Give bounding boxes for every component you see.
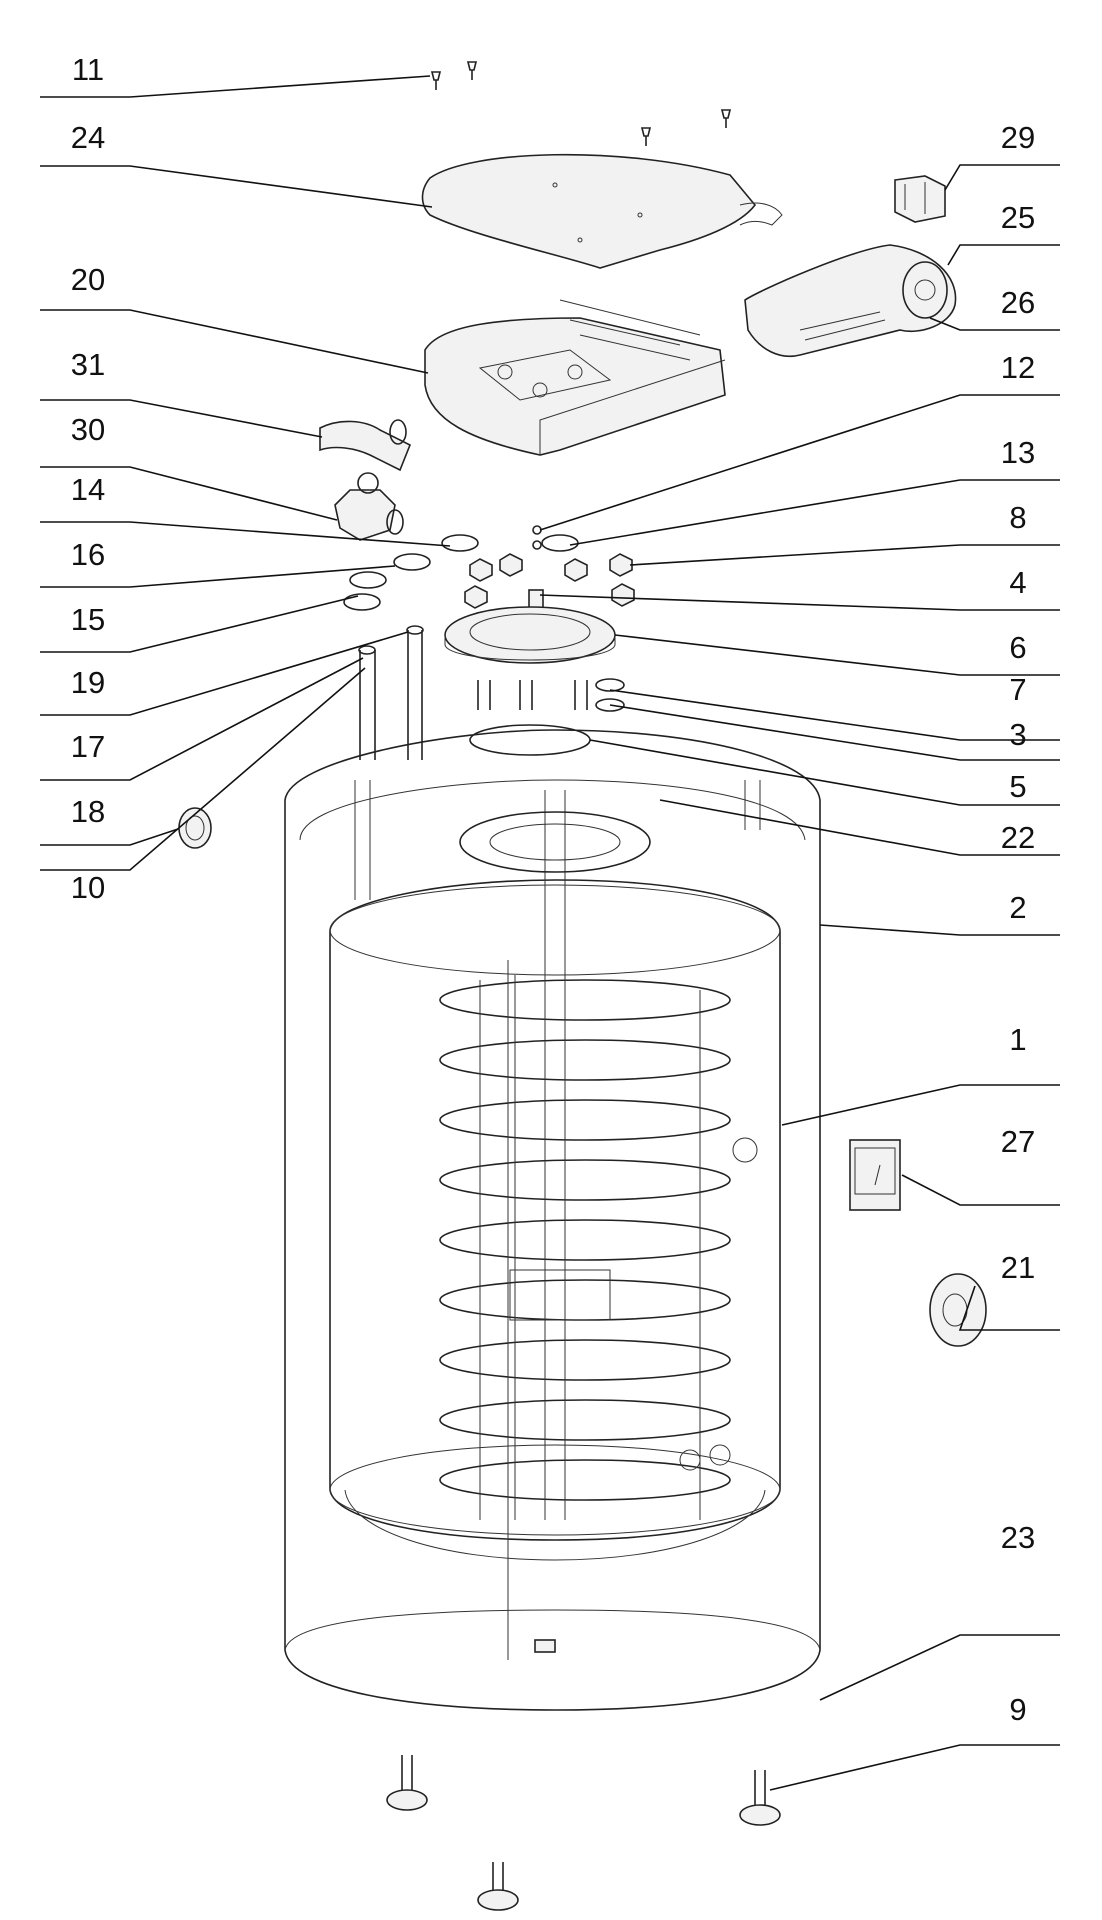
part-31-elbow xyxy=(319,419,412,472)
heat-exchanger-coil xyxy=(439,790,758,1660)
part-12-13-8-fasteners xyxy=(528,525,635,621)
leader-lines xyxy=(40,75,1060,1791)
callout-21: 21 xyxy=(1001,1250,1035,1285)
callout-11: 11 xyxy=(72,52,104,87)
callout-18: 18 xyxy=(71,794,105,829)
part-30-valve xyxy=(334,472,404,541)
callout-6: 6 xyxy=(1009,630,1026,665)
callout-24: 24 xyxy=(71,120,105,155)
callout-25: 25 xyxy=(1001,200,1035,235)
callout-13: 13 xyxy=(1001,435,1035,470)
tank-top-opening xyxy=(354,780,761,900)
callout-15: 15 xyxy=(71,602,105,637)
callout-17: 17 xyxy=(71,729,105,764)
callout-19: 19 xyxy=(71,665,105,700)
callout-26: 26 xyxy=(1001,285,1035,320)
callout-23: 23 xyxy=(1001,1520,1035,1555)
callout-14: 14 xyxy=(71,472,105,507)
callout-22: 22 xyxy=(1001,820,1035,855)
callout-labels: 11 24 20 31 30 14 16 15 19 17 18 10 29 2… xyxy=(71,52,1035,1727)
callout-8: 8 xyxy=(1009,500,1026,535)
callout-16: 16 xyxy=(71,537,105,572)
callout-1: 1 xyxy=(1009,1022,1026,1057)
part-17-18-19-rods xyxy=(358,625,424,760)
callout-20: 20 xyxy=(71,262,105,297)
part-6-7-3-5-studs-gasket xyxy=(469,678,625,756)
part-29-block xyxy=(894,175,946,223)
part-27-display xyxy=(849,1139,901,1211)
part-9-feet xyxy=(386,1755,781,1911)
callout-7: 7 xyxy=(1009,672,1026,707)
callout-30: 30 xyxy=(71,412,105,447)
callout-31: 31 xyxy=(71,347,105,382)
part-11-screws xyxy=(430,61,732,146)
callout-2: 2 xyxy=(1009,890,1026,925)
part-21-knob xyxy=(929,1273,987,1347)
part-20-top-insulation xyxy=(424,299,726,456)
callout-4: 4 xyxy=(1009,565,1026,600)
callout-3: 3 xyxy=(1009,717,1026,752)
callout-9: 9 xyxy=(1009,1692,1026,1727)
callout-29: 29 xyxy=(1001,120,1035,155)
part-24-top-cover xyxy=(421,153,783,269)
callout-10: 10 xyxy=(71,870,105,905)
callout-5: 5 xyxy=(1009,769,1026,804)
part-4-flange xyxy=(444,606,616,664)
part-2-outer-casing xyxy=(284,729,821,1711)
part-25-26-control-housing xyxy=(744,244,957,357)
callout-12: 12 xyxy=(1001,350,1035,385)
callout-27: 27 xyxy=(1001,1124,1035,1159)
part-14-16-15-washers xyxy=(343,534,523,611)
part-1-inner-tank xyxy=(329,879,781,1561)
